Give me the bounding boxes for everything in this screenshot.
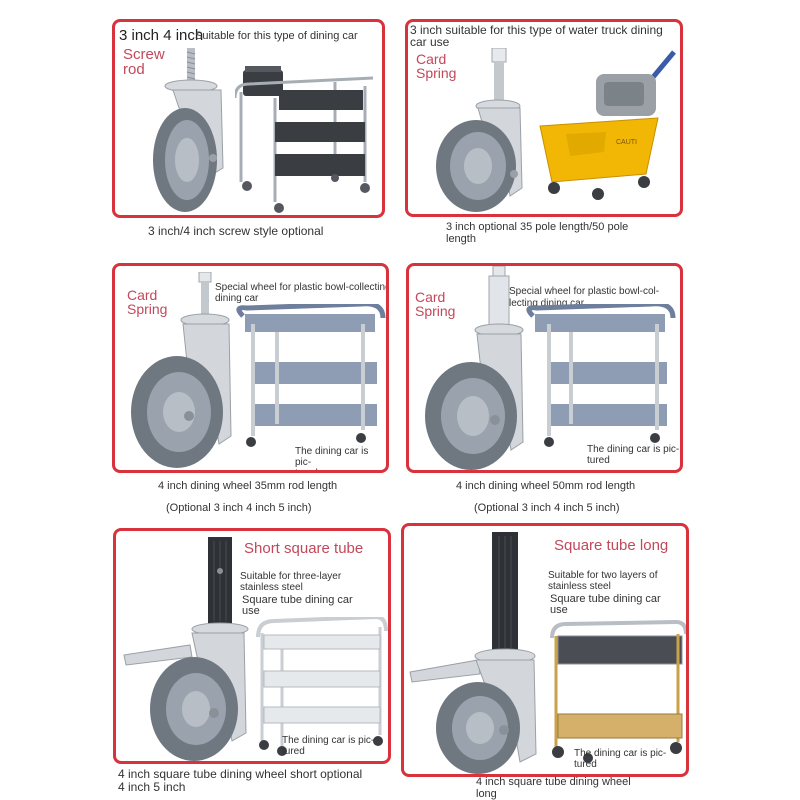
panel-card-spring-50mm: Card Spring Special wheel for plastic bo… [406,263,683,473]
panel5-note: Suitable for three-layer stainless steel [240,571,342,593]
mop-bucket-cart-image: CAUTI [539,50,676,200]
caster-short-square-tube-image [123,537,249,761]
stainless-three-layer-cart-image [256,617,388,756]
panel3-caption: 4 inch dining wheel 35mm rod length [158,480,338,492]
panel6-note: Suitable for two layers of stainless ste… [548,570,658,592]
panel6-pictured: The dining car is pic- tured [574,748,667,770]
panel6-title: Square tube long [554,537,669,554]
caster-long-square-tube-image [409,532,537,774]
panel4-label: Card Spring [415,289,456,319]
caster-screw-rod-image [153,48,224,212]
panel-card-spring-35mm: Card Spring Special wheel for plastic bo… [112,263,389,473]
panel5-title: Short square tube [244,540,364,557]
plastic-dining-cart-image [236,304,386,447]
panel2-caption: 3 inch optional 35 pole length/50 pole l… [446,221,629,245]
panel6-caption: 4 inch square tube dining wheel long [476,776,631,800]
panel5-pictured: The dining car is pic- tured [282,735,375,757]
panel5-note2: Square tube dining car use [242,594,353,617]
panel3-label: Card Spring [127,287,168,317]
dining-cart-bins-image [235,66,374,213]
panel-card-spring-water-truck: 3 inch suitable for this type of water t… [405,19,683,217]
panel1-caption: 3 inch/4 inch screw style optional [148,224,324,238]
panel4-caption2: (Optional 3 inch 4 inch 5 inch) [474,502,620,514]
caster-card-spring-image [436,48,523,212]
panel-screw-rod: 3 inch 4 inch Screw rod Suitable for thi… [112,19,385,218]
stainless-two-layer-cart-image [550,620,686,763]
panel4-caption: 4 inch dining wheel 50mm rod length [456,480,636,492]
panel-short-square-tube: Short square tube Suitable for three-lay… [113,528,391,764]
panel1-note: Suitable for this type of dining car [195,30,358,42]
panel3-caption2: (Optional 3 inch 4 inch 5 inch) [166,502,312,514]
panel6-note2: Square tube dining car use [550,593,661,616]
panel-square-tube-long: Square tube long Suitable for two layers… [401,523,689,777]
panel1-title: 3 inch 4 inch [119,27,204,44]
caster-35mm-rod-image [131,272,232,468]
panel1-subtitle: Screw rod [123,46,165,78]
panel2-label: Card Spring [416,51,457,81]
plastic-dining-cart-image-2 [526,304,676,447]
caster-50mm-rod-image [425,266,524,470]
panel3-note: Special wheel for plastic bowl-collectin… [215,282,389,304]
panel2-note: 3 inch suitable for this type of water t… [410,23,663,49]
panel3-pictured: The dining car is pic- tured [295,446,369,470]
mop-bucket-brand-text: CAUTI [616,139,637,146]
panel4-note: Special wheel for plastic bowl-col- lect… [509,286,660,309]
panel5-caption: 4 inch square tube dining wheel short op… [118,767,363,794]
panel4-pictured: The dining car is pic- tured [587,444,680,466]
